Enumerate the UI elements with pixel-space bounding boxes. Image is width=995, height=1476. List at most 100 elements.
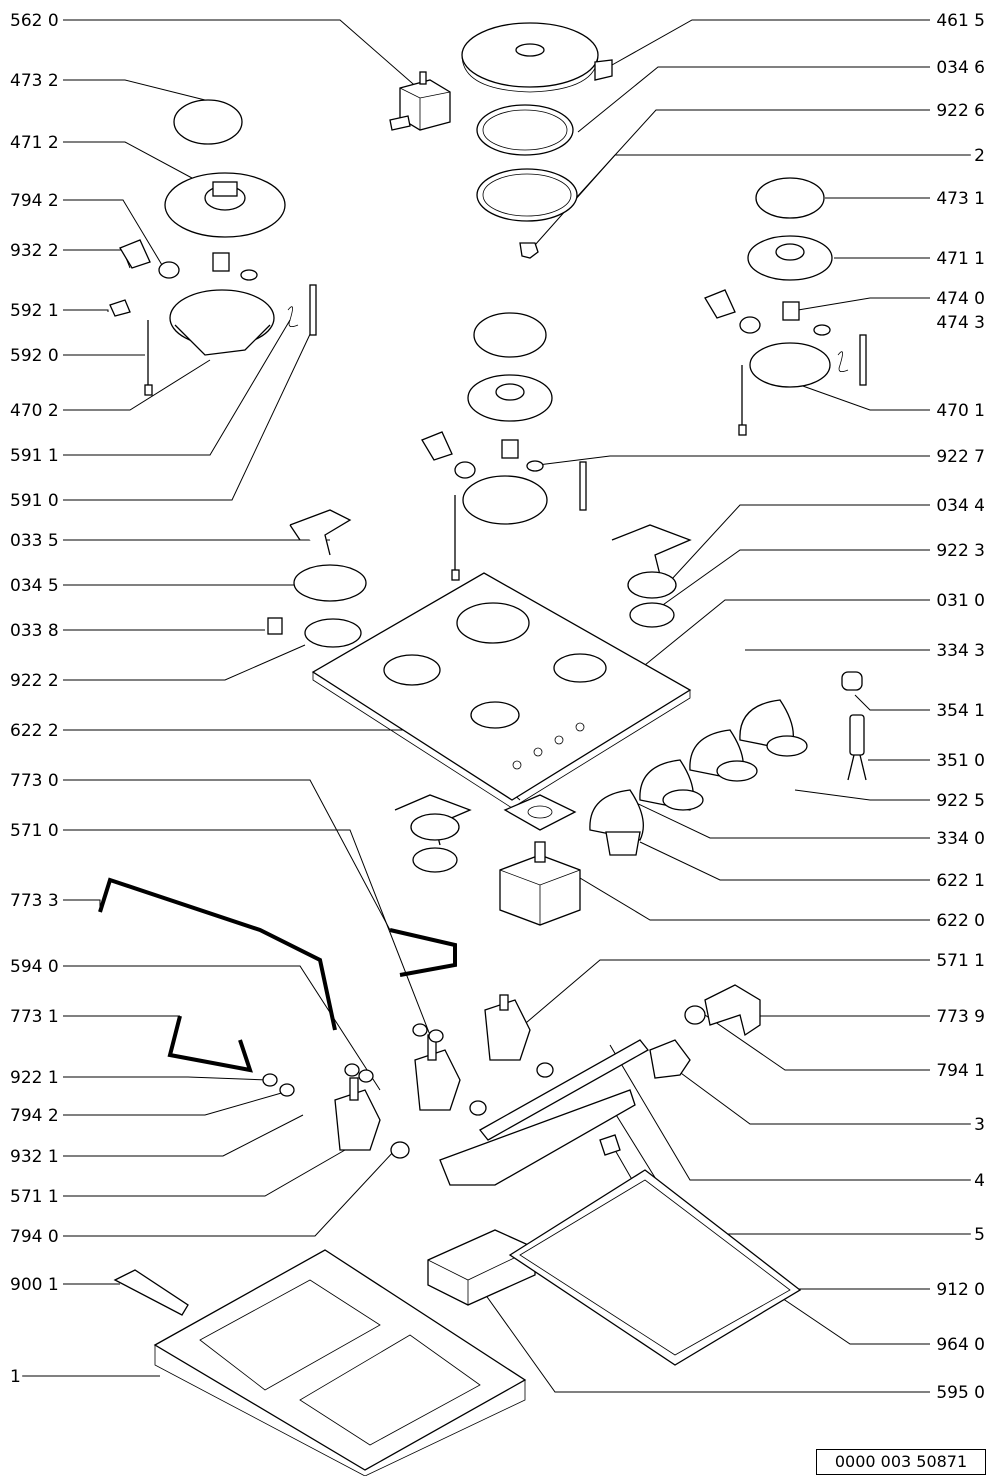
indicator-lamp-part	[841, 671, 863, 691]
part-label-4615: 461 5	[936, 11, 985, 31]
leader-line-5911	[63, 319, 291, 456]
control-box-part	[427, 1229, 536, 1306]
nut-2-part	[519, 242, 539, 259]
part-label-6220: 622 0	[936, 911, 985, 931]
leader-line-9322	[63, 249, 131, 269]
leader-line-9225	[794, 789, 930, 801]
part-label-4701: 470 1	[936, 401, 985, 421]
leader-line-0346	[577, 66, 930, 133]
leader-line-6220	[569, 871, 930, 921]
part-label-5911: 591 1	[10, 446, 59, 466]
leader-line-5710	[63, 829, 431, 1036]
part-label-5711: 571 1	[936, 951, 985, 971]
leader-line-3340	[629, 799, 930, 839]
part-label-9222: 922 2	[10, 671, 59, 691]
gas-rail-4-part	[479, 1039, 649, 1141]
leader-line-9227	[529, 455, 930, 467]
part-label-6222: 622 2	[10, 721, 59, 741]
part-label-7942: 794 2	[10, 191, 59, 211]
gas-taps-part	[262, 994, 554, 1159]
part-label-5920: 592 0	[10, 346, 59, 366]
leader-line-5950	[474, 1279, 930, 1393]
leader-line-5921	[63, 309, 109, 312]
gasket-9226-part	[476, 168, 578, 222]
part-label-5921: 592 1	[10, 301, 59, 321]
center-burner-assembly	[421, 312, 587, 581]
part-label-0346: 034 6	[936, 58, 985, 78]
gas-pipe-7733-part	[98, 877, 337, 1031]
part-label-3343: 334 3	[936, 641, 985, 661]
part-label-9640: 964 0	[936, 1335, 985, 1355]
part-label-9226: 922 6	[936, 101, 985, 121]
glass-top-plate-part	[311, 572, 692, 809]
leader-line-4702	[63, 359, 211, 411]
right-burner-assembly	[704, 177, 867, 436]
leader-line-4701	[799, 384, 930, 411]
part-label-7940: 794 0	[10, 1227, 59, 1247]
part-label-5940: 594 0	[10, 957, 59, 977]
pan-support-0335-part	[289, 509, 352, 556]
part-label-1: 1	[10, 1367, 21, 1387]
leader-line-7942	[63, 199, 169, 276]
part-label-3: 3	[974, 1115, 985, 1135]
part-label-5710: 571 0	[10, 821, 59, 841]
bracket-9001-part	[113, 1269, 189, 1316]
part-label-5620: 562 0	[10, 11, 59, 31]
part-label-9223: 922 3	[936, 541, 985, 561]
switch-351-part	[847, 714, 867, 781]
part-label-6221: 622 1	[936, 871, 985, 891]
part-label-2: 2	[974, 146, 985, 166]
leader-line-9226	[575, 109, 930, 199]
part-label-4712: 471 2	[10, 133, 59, 153]
leader-line-5711	[63, 1149, 346, 1197]
leader-line-7940	[63, 1149, 396, 1237]
part-label-3510: 351 0	[936, 751, 985, 771]
part-label-0345: 034 5	[10, 576, 59, 596]
part-label-5711: 571 1	[10, 1187, 59, 1207]
screw-9120-part	[599, 1134, 621, 1156]
part-label-9227: 922 7	[936, 447, 985, 467]
document-number-box: 0000 003 50871	[816, 1449, 986, 1475]
part-label-9001: 900 1	[10, 1275, 59, 1295]
leader-line-5620	[63, 19, 421, 91]
leader-line-3541	[854, 694, 930, 711]
leader-line-7941	[704, 1014, 930, 1071]
part-label-0344: 034 4	[936, 496, 985, 516]
part-label-3340: 334 0	[936, 829, 985, 849]
leader-line-7942	[63, 1091, 286, 1116]
leader-line-4	[609, 1044, 971, 1181]
part-label-0338: 033 8	[10, 621, 59, 641]
rail-bracket-5-part	[439, 1089, 636, 1186]
leader-line-4732	[63, 79, 206, 101]
part-label-4731: 473 1	[936, 189, 985, 209]
part-label-7942: 794 2	[10, 1106, 59, 1126]
control-knobs-part	[589, 699, 808, 856]
part-label-7730: 773 0	[10, 771, 59, 791]
part-label-4702: 470 2	[10, 401, 59, 421]
gas-pipe-7731-part	[167, 1015, 253, 1073]
leader-line-9321	[63, 1114, 304, 1157]
electric-hotplate-part	[461, 22, 613, 93]
leader-line-3	[669, 1064, 971, 1125]
leader-line-9640	[769, 1289, 930, 1345]
leader-line-7730	[63, 779, 391, 931]
leader-line-9223	[659, 549, 930, 608]
energy-regulator-part	[499, 841, 581, 926]
left-burner-assembly	[109, 99, 317, 396]
leader-line-2	[534, 154, 971, 246]
leader-line-4740	[797, 297, 930, 311]
leader-line-6221	[639, 841, 930, 881]
leader-line-0344	[659, 504, 930, 593]
nut-3-part	[649, 1039, 691, 1079]
part-label-7941: 794 1	[936, 1061, 985, 1081]
part-label-5910: 591 0	[10, 491, 59, 511]
part-label-7739: 773 9	[936, 1007, 985, 1027]
part-label-9321: 932 1	[10, 1147, 59, 1167]
part-label-9322: 932 2	[10, 241, 59, 261]
bottom-tray-part	[153, 1249, 527, 1476]
pan-support-right-part	[611, 524, 692, 576]
part-label-5: 5	[974, 1225, 985, 1245]
part-label-3541: 354 1	[936, 701, 985, 721]
